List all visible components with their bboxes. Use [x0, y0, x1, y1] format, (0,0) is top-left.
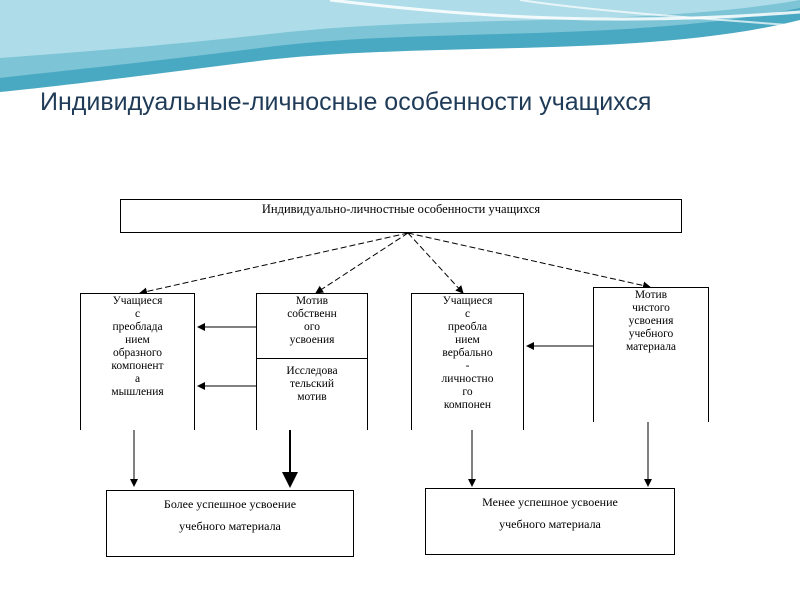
- result-worse-label: Менее успешное усвоение учебного материа…: [482, 495, 618, 531]
- connector-top-to-figurative: [139, 232, 409, 296]
- box-verbal-label: Учащиеся с преобла нием вербально - личн…: [441, 295, 494, 411]
- box-pure-motive-label: Мотив чистого усвоения учебного материал…: [625, 289, 677, 353]
- box-own-motive-label: Мотив собственн ого усвоения: [287, 295, 337, 346]
- box-pure-learning-motive: Мотив чистого усвоения учебного материал…: [593, 287, 709, 422]
- connector-top-to-own-motive: [315, 232, 409, 294]
- box-own-learning-motive: Мотив собственн ого усвоения: [256, 293, 368, 359]
- box-research-motive: Исследова тельский мотив: [256, 358, 368, 430]
- connector-top-to-pure-motive: [407, 232, 651, 290]
- top-box-label: Индивидуально-личностные особенности уча…: [261, 202, 541, 216]
- box-research-motive-label: Исследова тельский мотив: [286, 365, 338, 403]
- result-better-learning: Более успешное усвоение учебного материа…: [106, 490, 354, 557]
- box-figurative-thinking: Учащиеся с преоблада нием образного комп…: [80, 293, 195, 430]
- top-box-individual-features: Индивидуально-личностные особенности уча…: [120, 199, 682, 233]
- box-figurative-label: Учащиеся с преоблада нием образного комп…: [111, 295, 164, 398]
- slide-title: Индивидуальные-личносные особенности уча…: [40, 88, 652, 116]
- connector-top-to-verbal: [407, 232, 464, 294]
- result-better-label: Более успешное усвоение учебного материа…: [163, 497, 297, 533]
- header-wave-decoration: [0, 0, 800, 92]
- box-verbal-component: Учащиеся с преобла нием вербально - личн…: [411, 293, 524, 430]
- result-worse-learning: Менее успешное усвоение учебного материа…: [425, 488, 675, 555]
